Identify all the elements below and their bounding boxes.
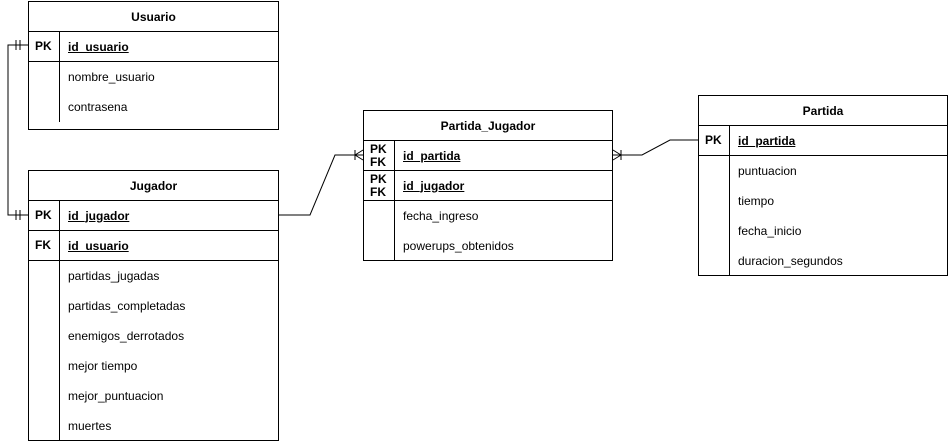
rel-partida-partidajugador <box>612 139 698 161</box>
field-row: fecha_inicio <box>699 216 947 246</box>
field-row: enemigos_derrotados <box>29 321 278 351</box>
field-puntuacion: puntuacion <box>729 156 947 186</box>
field-row: duracion_segundos <box>699 246 947 276</box>
key-row: PK id_jugador <box>29 201 278 231</box>
key-label: PK <box>705 133 722 147</box>
key-label: PK <box>35 39 52 53</box>
key-label: FK <box>370 154 386 169</box>
entity-partida-jugador[interactable]: Partida_Jugador PK FK id_partida PK FK i… <box>363 110 613 261</box>
field-tiempo: tiempo <box>729 186 947 216</box>
field-id-jugador: id_jugador <box>394 171 612 200</box>
field-row: nombre_usuario <box>29 62 278 92</box>
entity-title: Partida_Jugador <box>364 111 612 141</box>
field-row: partidas_completadas <box>29 291 278 321</box>
key-row: PK FK id_jugador <box>364 171 612 201</box>
field-nombre-usuario: nombre_usuario <box>59 62 278 92</box>
entity-usuario[interactable]: Usuario PK id_usuario nombre_usuario con… <box>28 1 279 130</box>
field-duracion-segundos: duracion_segundos <box>729 246 947 276</box>
key-row: FK id_usuario <box>29 231 278 261</box>
field-id-partida: id_partida <box>394 141 612 170</box>
field-fecha-ingreso: fecha_ingreso <box>394 201 612 231</box>
entity-jugador[interactable]: Jugador PK id_jugador FK id_usuario part… <box>28 170 279 441</box>
key-label: PK <box>35 208 52 222</box>
key-row: PK id_partida <box>699 126 947 156</box>
field-row: muertes <box>29 411 278 441</box>
key-label: PK <box>370 141 387 156</box>
field-id-usuario: id_usuario <box>59 231 278 260</box>
entity-title: Partida <box>699 96 947 126</box>
field-row: tiempo <box>699 186 947 216</box>
key-label: FK <box>370 184 386 199</box>
field-row: contrasena <box>29 92 278 122</box>
field-muertes: muertes <box>59 411 278 441</box>
field-partidas-completadas: partidas_completadas <box>59 291 278 321</box>
field-enemigos-derrotados: enemigos_derrotados <box>59 321 278 351</box>
field-row: fecha_ingreso <box>364 201 612 231</box>
field-fecha-inicio: fecha_inicio <box>729 216 947 246</box>
entity-partida[interactable]: Partida PK id_partida puntuacion tiempo … <box>698 95 948 276</box>
field-contrasena: contrasena <box>59 92 278 122</box>
field-partidas-jugadas: partidas_jugadas <box>59 261 278 291</box>
field-powerups-obtenidos: powerups_obtenidos <box>394 231 612 261</box>
field-id-partida: id_partida <box>729 126 947 155</box>
entity-title: Jugador <box>29 171 278 201</box>
field-row: powerups_obtenidos <box>364 231 612 261</box>
field-id-jugador: id_jugador <box>59 201 278 230</box>
key-label: FK <box>35 238 51 252</box>
key-label: PK <box>370 171 387 186</box>
field-mejor-tiempo: mejor tiempo <box>59 351 278 381</box>
rel-jugador-partidajugador <box>279 149 364 216</box>
field-row: mejor tiempo <box>29 351 278 381</box>
field-row: puntuacion <box>699 156 947 186</box>
key-row: PK id_usuario <box>29 32 278 62</box>
field-row: mejor_puntuacion <box>29 381 278 411</box>
field-row: partidas_jugadas <box>29 261 278 291</box>
rel-usuario-jugador <box>7 40 28 220</box>
entity-title: Usuario <box>29 2 278 32</box>
field-mejor-puntuacion: mejor_puntuacion <box>59 381 278 411</box>
field-id-usuario: id_usuario <box>59 32 278 61</box>
key-row: PK FK id_partida <box>364 141 612 171</box>
